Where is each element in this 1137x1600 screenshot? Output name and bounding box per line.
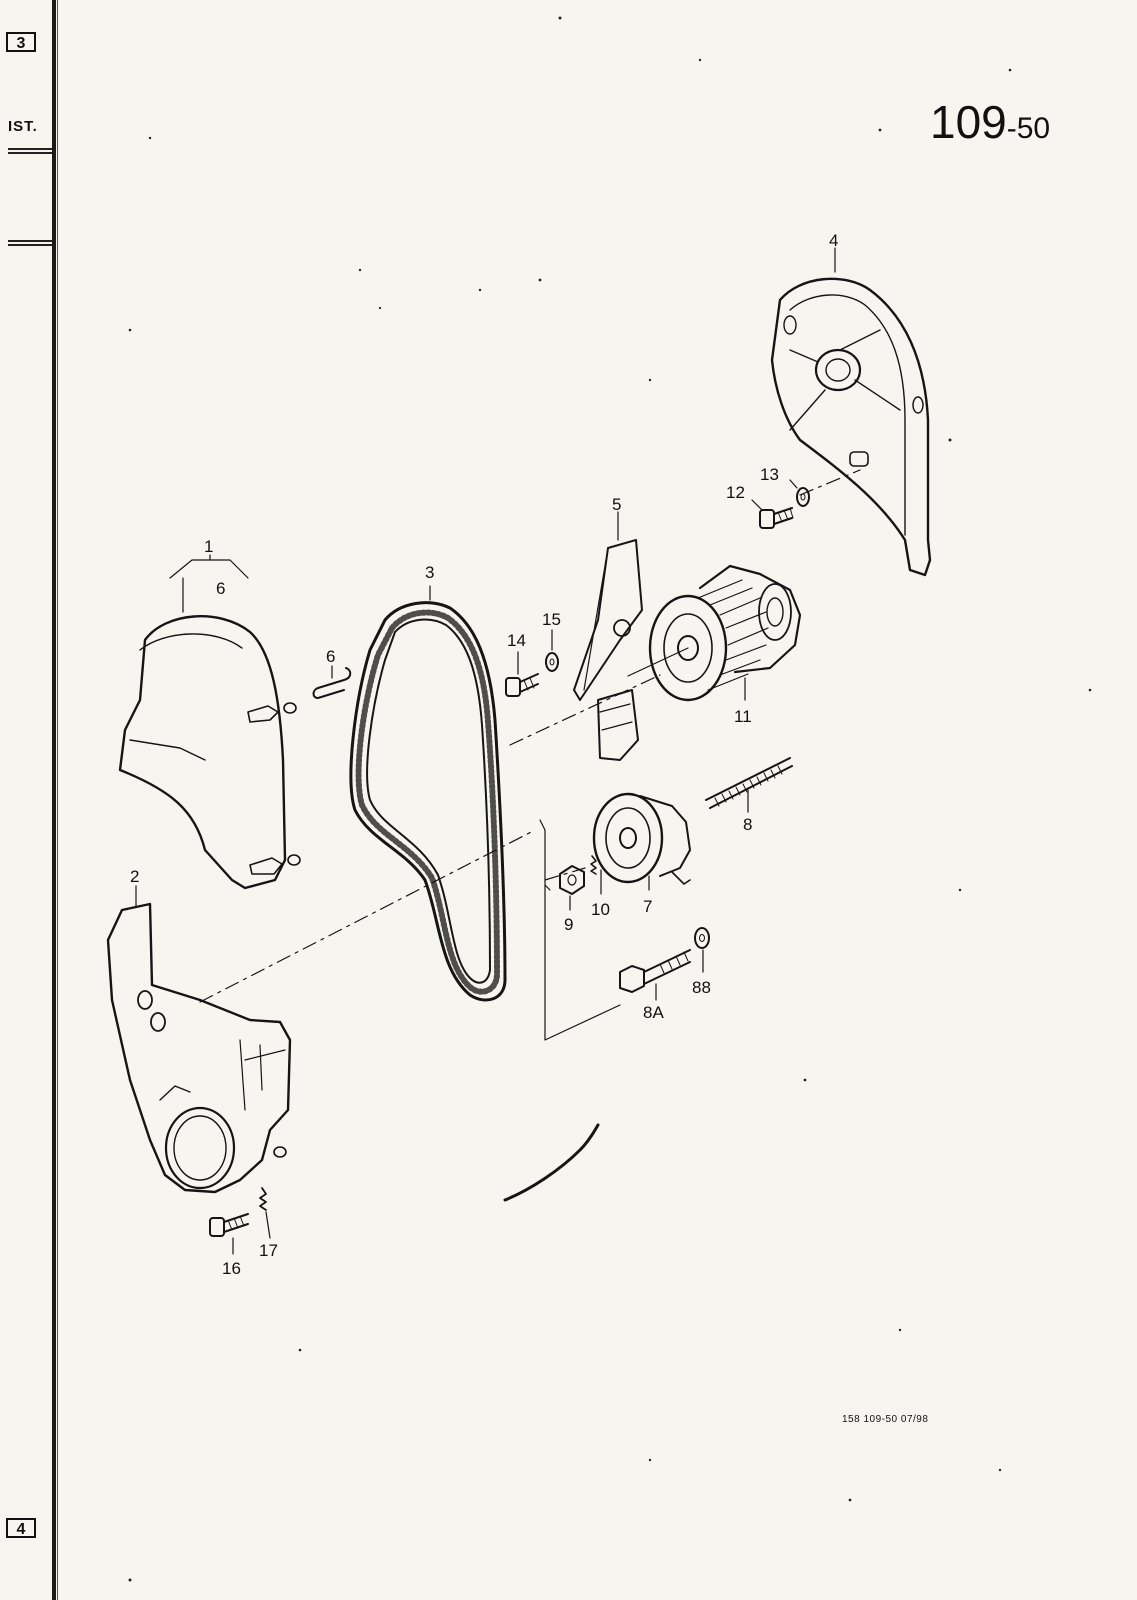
part-8a-bolt: [619, 949, 691, 993]
double-rule-upper: [8, 148, 52, 154]
callout-8[interactable]: 8: [743, 815, 752, 834]
callout-labels: 1 6 3 4 5 6 2 11 8 7 9 10 8A 88 14 15 12…: [130, 231, 838, 1278]
part-10-washer: [590, 855, 597, 875]
callout-13[interactable]: 13: [760, 465, 779, 484]
part-15-washer: [545, 652, 559, 672]
part-7-tensioner-pulley: [592, 792, 691, 885]
callout-9[interactable]: 9: [564, 915, 573, 934]
callout-2[interactable]: 2: [130, 867, 139, 886]
callout-14[interactable]: 14: [507, 631, 526, 650]
section-tab-bottom[interactable]: 4: [6, 1518, 36, 1538]
callout-6[interactable]: 6: [326, 647, 335, 666]
callout-3[interactable]: 3: [425, 563, 434, 582]
side-label: IST.: [8, 118, 38, 135]
part-11-sprocket-pump: [627, 564, 802, 702]
callout-leaders: [135, 247, 836, 1255]
part-13-washer: [796, 487, 810, 507]
margin-rule: [52, 0, 56, 1600]
part-12-bolt: [759, 507, 794, 529]
page-number-main: 109: [930, 96, 1007, 148]
part-14-bolt: [505, 673, 539, 697]
margin-rule-thin: [57, 0, 58, 1600]
callout-17[interactable]: 17: [259, 1241, 278, 1260]
part-17-spring-clip: [259, 1187, 267, 1211]
callout-7[interactable]: 7: [643, 897, 652, 916]
page-number-suffix: -50: [1006, 112, 1051, 145]
part-2-lower-cover: [106, 902, 292, 1194]
part-3-timing-belt: [349, 601, 507, 1002]
callout-15[interactable]: 15: [542, 610, 561, 629]
callout-6-upper[interactable]: 6: [216, 579, 225, 598]
footer-code: 158 109-50 07/98: [842, 1414, 929, 1425]
pencil-mark: [503, 1123, 600, 1202]
page-number: 109-50: [930, 96, 1050, 155]
part-8-stud: [705, 757, 793, 809]
callout-88[interactable]: 88: [692, 978, 711, 997]
part-5-mounting-plate: [573, 539, 643, 761]
callout-4[interactable]: 4: [829, 231, 838, 250]
part-16-bolt: [209, 1213, 249, 1237]
part-1-upper-cover: [118, 615, 301, 890]
part-9-nut: [559, 865, 585, 895]
callout-5[interactable]: 5: [612, 495, 621, 514]
callout-8a[interactable]: 8A: [643, 1003, 664, 1022]
part-6-clip: [312, 667, 352, 699]
double-rule-lower: [8, 240, 52, 246]
callout-12[interactable]: 12: [726, 483, 745, 502]
callout-1[interactable]: 1: [204, 537, 213, 556]
bracket-lines: [539, 819, 621, 1041]
section-tab-top[interactable]: 3: [6, 32, 36, 52]
callout-10[interactable]: 10: [591, 900, 610, 919]
part-4-rear-cover: [770, 277, 932, 577]
centerlines: [199, 469, 861, 1003]
part-88-washer: [694, 927, 710, 949]
callout-11[interactable]: 11: [734, 707, 752, 726]
scan-specks: [128, 16, 1092, 1582]
callout-16[interactable]: 16: [222, 1259, 241, 1278]
